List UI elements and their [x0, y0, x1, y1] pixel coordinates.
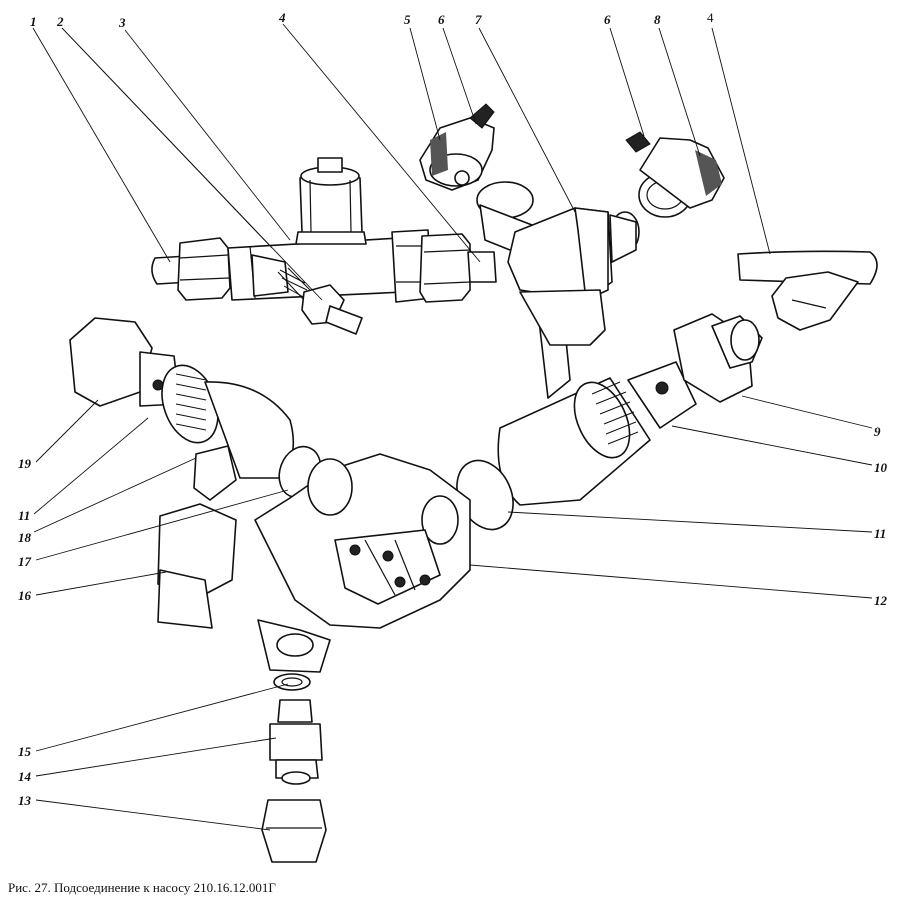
left-branch-pipe [69, 317, 322, 629]
clamp-5-6 [419, 103, 495, 191]
callout-18: 18 [18, 530, 32, 545]
callout-6-right: 6 [604, 12, 611, 27]
upper-tee-fitting-assembly [151, 157, 497, 335]
figure-caption: Рис. 27. Подсоединение к насосу 210.16.1… [8, 880, 276, 895]
callout-2: 2 [56, 14, 64, 29]
callout-3: 3 [118, 15, 126, 30]
callout-12: 12 [874, 593, 888, 608]
hose-and-nut-4-right [737, 250, 878, 331]
callout-labels: 1 2 3 4 5 6 7 6 8 4 9 10 11 12 19 11 18 … [18, 10, 888, 808]
callout-11-left: 11 [18, 508, 30, 523]
callout-16: 16 [18, 588, 32, 603]
clamp-6-8 [625, 131, 725, 218]
callout-17: 17 [18, 554, 32, 569]
callout-13: 13 [18, 793, 32, 808]
callout-19: 19 [18, 456, 32, 471]
callout-8: 8 [654, 12, 661, 27]
callout-6-left: 6 [438, 12, 445, 27]
callout-4-left: 4 [278, 10, 286, 25]
callout-7: 7 [475, 12, 482, 27]
callout-1: 1 [30, 14, 37, 29]
callout-15: 15 [18, 744, 32, 759]
callout-14: 14 [18, 769, 32, 784]
callout-10: 10 [874, 460, 888, 475]
bottom-fitting-stack [261, 673, 327, 863]
tee-housing-7 [476, 181, 640, 399]
callout-9: 9 [874, 424, 881, 439]
callout-11-right: 11 [874, 526, 886, 541]
leader-lines [32, 23, 873, 831]
callout-5: 5 [404, 12, 411, 27]
callout-4-right: 4 [707, 10, 714, 25]
distributor-block-12 [254, 453, 471, 673]
right-branch-pipe [456, 313, 763, 531]
